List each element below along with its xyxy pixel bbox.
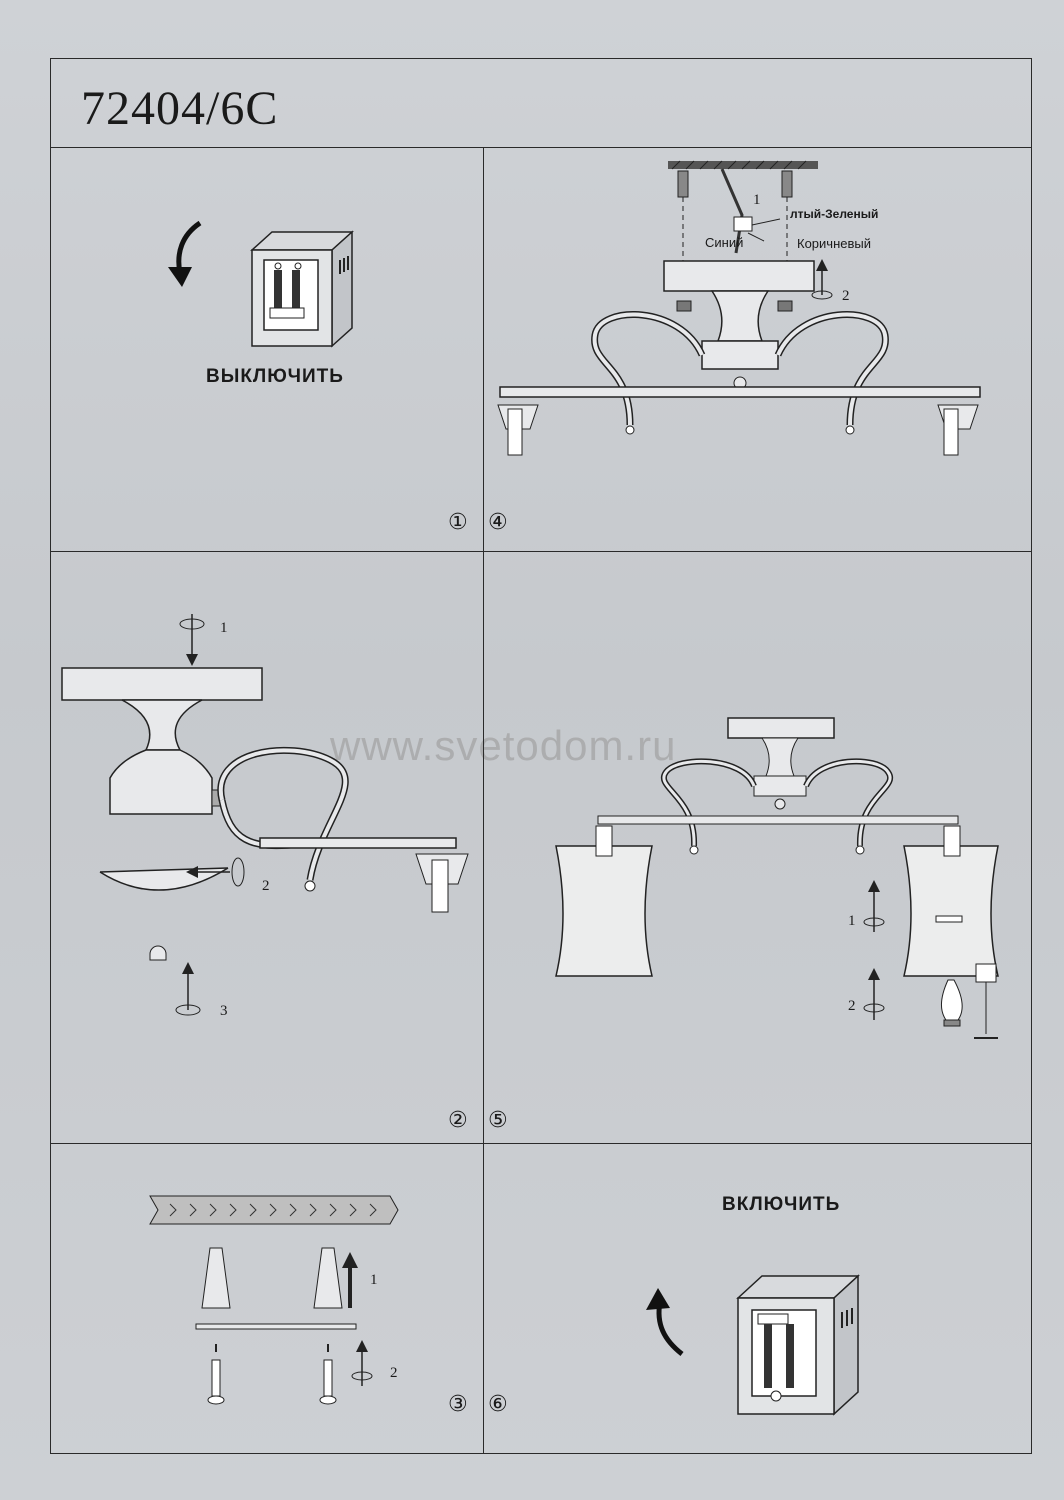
model-number: 72404/6С (81, 82, 279, 135)
step-2-number: ② (448, 1108, 468, 1133)
row-divider-2 (51, 1143, 1031, 1144)
step-3-arrow-1-number: 1 (370, 1272, 378, 1288)
step-4-number: ④ (488, 510, 508, 535)
row-divider-1 (51, 551, 1031, 552)
step-5-arrow-2-number: 2 (848, 998, 856, 1014)
step-2-arrow-3-number: 3 (220, 1003, 228, 1019)
step-3-number: ③ (448, 1392, 468, 1417)
shade-installation-diagram (555, 717, 999, 1039)
turn-off-arrow-icon (168, 220, 202, 287)
step-1-number: ① (448, 510, 468, 535)
step-4-arrow-2-number: 2 (842, 288, 850, 304)
step-4-arrow-1-number: 1 (753, 192, 761, 208)
turn-on-arrow-icon (646, 1288, 684, 1356)
step-2-arrow-1-number: 1 (220, 620, 228, 636)
switch-off-icon (250, 230, 354, 348)
turn-off-label: ВЫКЛЮЧИТЬ (206, 366, 344, 387)
instruction-frame: 72404/6С (50, 58, 1032, 1454)
turn-on-label: ВКЛЮЧИТЬ (722, 1194, 841, 1215)
wire-label-blue: Синий (705, 235, 744, 250)
title-band: 72404/6С (51, 59, 1031, 148)
step-5-arrow-1-number: 1 (848, 913, 856, 929)
column-divider (483, 147, 484, 1453)
wire-label-yellow-green: лтый-Зеленый (790, 207, 879, 221)
wire-label-brown: Коричневый (797, 236, 871, 251)
step-6-number: ⑥ (488, 1392, 508, 1417)
watermark: www.svetodom.ru (330, 722, 677, 769)
mounting-diagram (497, 160, 981, 456)
step-5-number: ⑤ (488, 1108, 508, 1133)
ceiling-fixing-diagram (149, 1195, 399, 1405)
step-2-arrow-2-number: 2 (262, 878, 270, 894)
step-3-arrow-2-number: 2 (390, 1365, 398, 1381)
canopy-assembly-diagram (61, 614, 469, 1016)
switch-on-icon (736, 1274, 860, 1416)
